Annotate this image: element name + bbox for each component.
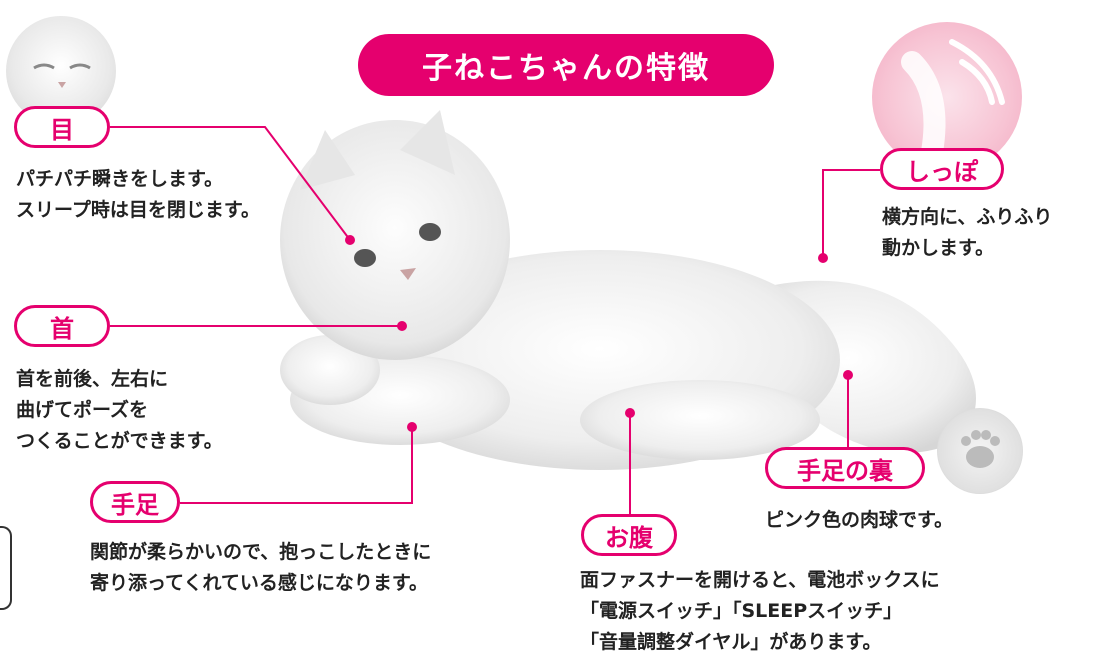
feature-desc-limbs: 関節が柔らかいので、抱っこしたときに 寄り添ってくれている感じになります。 <box>90 541 432 594</box>
page-title: 子ねこちゃんの特徴 <box>358 34 774 96</box>
feature-label-limbs: 手足 <box>90 481 180 523</box>
feature-desc-eye: パチパチ瞬きをします。 スリープ時は目を閉じます。 <box>16 168 260 221</box>
feature-label-tail: しっぽ <box>880 148 1004 190</box>
feature-desc-tail: 横方向に、ふりふり 動かします。 <box>882 206 1053 259</box>
feature-label-paw-pads: 手足の裏 <box>765 447 925 489</box>
feature-label-belly: お腹 <box>581 514 677 556</box>
feature-label-eye: 目 <box>14 106 110 148</box>
feature-desc-belly: 面ファスナーを開けると、電池ボックスに 「電源スイッチ」「SLEEPスイッチ」 … <box>580 569 940 653</box>
page-frame-edge <box>0 526 12 610</box>
feature-desc-neck: 首を前後、左右に 曲げてポーズを つくることができます。 <box>16 368 223 452</box>
feature-desc-paw-pads: ピンク色の肉球です。 <box>765 509 954 531</box>
feature-label-neck: 首 <box>14 305 110 347</box>
tail-closeup-thumbnail <box>872 22 1022 172</box>
paw-closeup-thumbnail <box>937 408 1023 494</box>
